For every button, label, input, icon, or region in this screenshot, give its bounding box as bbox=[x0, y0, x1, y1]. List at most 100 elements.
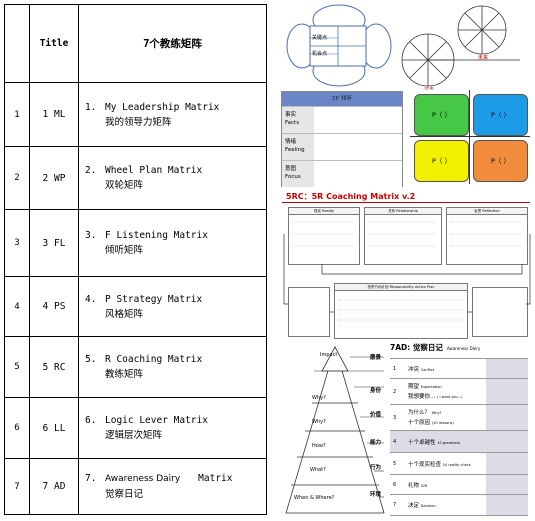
diary-row-zh: 十个卓越性 bbox=[408, 440, 436, 446]
diary-row-text-2: 十个原因 (10 reasons) bbox=[408, 418, 454, 426]
pyramid-level-impact: Impact bbox=[320, 352, 338, 358]
diary-row-shade bbox=[486, 405, 528, 431]
row-english: F Listening Matrix bbox=[105, 230, 208, 241]
diary-row-number: 5 bbox=[393, 461, 397, 467]
pyramid-level-what: What? bbox=[310, 467, 326, 473]
header-seven-matrices: 7个教练矩阵 bbox=[78, 4, 267, 83]
leadership-label-1: 关键点 bbox=[312, 35, 328, 41]
quadrant-bottom-left: P（ ） bbox=[414, 140, 469, 182]
diary-row-number: 7 bbox=[393, 502, 397, 508]
row-description: 1.My Leadership Matrix 我的领导力矩阵 bbox=[78, 82, 267, 147]
row-index: 1. bbox=[85, 101, 97, 113]
diary-row: 2 期望 Expectation 我想要你... ( I want you...… bbox=[390, 378, 528, 405]
diary-row-text: 十个卓越性 10 greatness bbox=[408, 438, 460, 446]
quadrant-top-left: P（ ） bbox=[414, 94, 469, 136]
coach-box-left bbox=[288, 287, 330, 337]
diary-row-en: Why? bbox=[431, 411, 442, 415]
row-number: 4 bbox=[4, 276, 30, 337]
row-english: R Coaching Matrix bbox=[105, 354, 203, 365]
row-number: 3 bbox=[4, 209, 30, 277]
leadership-label-2: 机会点 bbox=[312, 51, 328, 57]
diary-row-text: 冲突 Conflict bbox=[408, 365, 434, 373]
row-index: 6. bbox=[85, 415, 97, 426]
pyramid-label-environment: 环境 bbox=[370, 492, 382, 498]
quadrant-top-right: P（ ） bbox=[473, 94, 528, 136]
row-english: Awareness Dairy bbox=[105, 474, 181, 484]
listening-row: 事实 Facts bbox=[282, 106, 402, 133]
row-chinese: 双轮矩阵 bbox=[105, 180, 144, 191]
pyramid-label-vision: 愿景 bbox=[370, 355, 382, 361]
listening-row-en: Feeling bbox=[285, 147, 305, 153]
row-number: 6 bbox=[4, 397, 30, 459]
diary-row-en: Decision bbox=[420, 504, 436, 508]
pyramid-level-how: How? bbox=[312, 443, 326, 449]
coach-matrix-lines bbox=[283, 221, 531, 321]
row-index: 4. bbox=[85, 293, 97, 305]
row-code: 3 FL bbox=[29, 209, 79, 277]
row-chinese: 倾听矩阵 bbox=[105, 245, 144, 256]
coach-box-reflection-label: 反思 Reflection bbox=[447, 208, 527, 215]
table-row: 1 1 ML 1.My Leadership Matrix 我的领导力矩阵 bbox=[4, 82, 267, 147]
header-title: Title bbox=[29, 4, 79, 83]
listening-row-zh: 事实 bbox=[285, 112, 297, 118]
header-number bbox=[4, 4, 30, 83]
row-description: 4. P Strategy Matrix 风格矩阵 bbox=[78, 276, 267, 337]
pyramid-level-why-2: Why? bbox=[312, 419, 326, 425]
diary-row-shade bbox=[486, 495, 528, 515]
row-english-suffix: Matrix bbox=[198, 473, 233, 484]
row-code: 2 WP bbox=[29, 146, 79, 210]
diary-title-text: 7AD: 觉察日记 bbox=[390, 343, 443, 352]
coaching-matrix-title: 5RC：5R Coaching Matrix v.2 bbox=[286, 192, 416, 201]
listening-row: 情绪 Feeling bbox=[282, 133, 402, 160]
diary-subtitle: Awareness Dairy bbox=[446, 346, 481, 351]
diary-row: 5 十个现实检查 10 reality check bbox=[390, 452, 528, 475]
row-index: 7. bbox=[85, 473, 97, 484]
row-description: 3.F Listening Matrix 倾听矩阵 bbox=[78, 209, 267, 277]
row-description: 6.Logic Lever Matrix 逻辑层次矩阵 bbox=[78, 397, 267, 459]
diary-row-en: Conflict bbox=[420, 368, 435, 372]
row-index: 5. bbox=[85, 354, 97, 365]
diary-row: 6 礼物 Gift bbox=[390, 474, 528, 495]
diary-row-en: Gift bbox=[420, 484, 427, 488]
row-chinese: 风格矩阵 bbox=[105, 308, 144, 320]
table-row: 2 2 WP 2.Wheel Plan Matrix 双轮矩阵 bbox=[4, 146, 267, 210]
row-description: 5. R Coaching Matrix 教练矩阵 bbox=[78, 336, 267, 398]
coach-box-relationship-label: 关系 Relationship bbox=[365, 208, 441, 215]
diary-row-text: 期望 Expectation bbox=[408, 382, 442, 390]
row-number: 5 bbox=[4, 336, 30, 398]
diary-row-number: 1 bbox=[393, 366, 397, 372]
pyramid-label-value: 价值 bbox=[370, 412, 382, 418]
diary-row-number: 4 bbox=[393, 439, 397, 445]
row-english: My Leadership Matrix bbox=[105, 101, 220, 113]
row-english: P Strategy Matrix bbox=[105, 293, 203, 305]
row-chinese: 逻辑层次矩阵 bbox=[105, 430, 163, 441]
row-chinese: 觉察日记 bbox=[105, 489, 144, 500]
diary-row-shade bbox=[486, 453, 528, 475]
diary-row-zh: 冲突 bbox=[408, 367, 420, 373]
diary-row-text: 决定 Decision bbox=[408, 501, 436, 509]
diary-row-zh-2: 十个原因 bbox=[408, 420, 431, 426]
listening-5p-table: 5P 倾听 事实 Facts 情绪 Feeling 意图 Focus bbox=[281, 91, 403, 187]
wheel-plan-diagram bbox=[401, 5, 520, 87]
diary-row-zh: 礼物 bbox=[408, 483, 420, 489]
diary-row-zh: 十个现实检查 bbox=[408, 462, 442, 468]
table-header-row: Title 7个教练矩阵 bbox=[4, 4, 267, 83]
diary-row-number: 2 bbox=[393, 389, 397, 395]
table-row: 5 5 RC 5.R Coaching Matrix 教练矩阵 bbox=[4, 336, 267, 398]
diary-row-en: 10 greatness bbox=[437, 441, 461, 445]
diary-row-shade bbox=[486, 379, 528, 405]
strategy-quadrant-grid: P（ ） P（ ） P（ ） P（ ） bbox=[410, 90, 530, 184]
diary-row-shade bbox=[486, 359, 528, 379]
diary-row: 4 十个卓越性 10 greatness bbox=[390, 430, 528, 453]
diary-row-en-2: (10 reasons) bbox=[431, 421, 454, 425]
row-description: 2.Wheel Plan Matrix 双轮矩阵 bbox=[78, 146, 267, 210]
row-chinese: 教练矩阵 bbox=[105, 369, 144, 380]
diary-row: 1 冲突 Conflict bbox=[390, 358, 528, 379]
listening-row-en: Focus bbox=[285, 174, 301, 180]
diary-row-shade bbox=[486, 475, 528, 495]
logic-lever-pyramid bbox=[285, 345, 385, 514]
diary-row-zh: 决定 bbox=[408, 503, 420, 509]
